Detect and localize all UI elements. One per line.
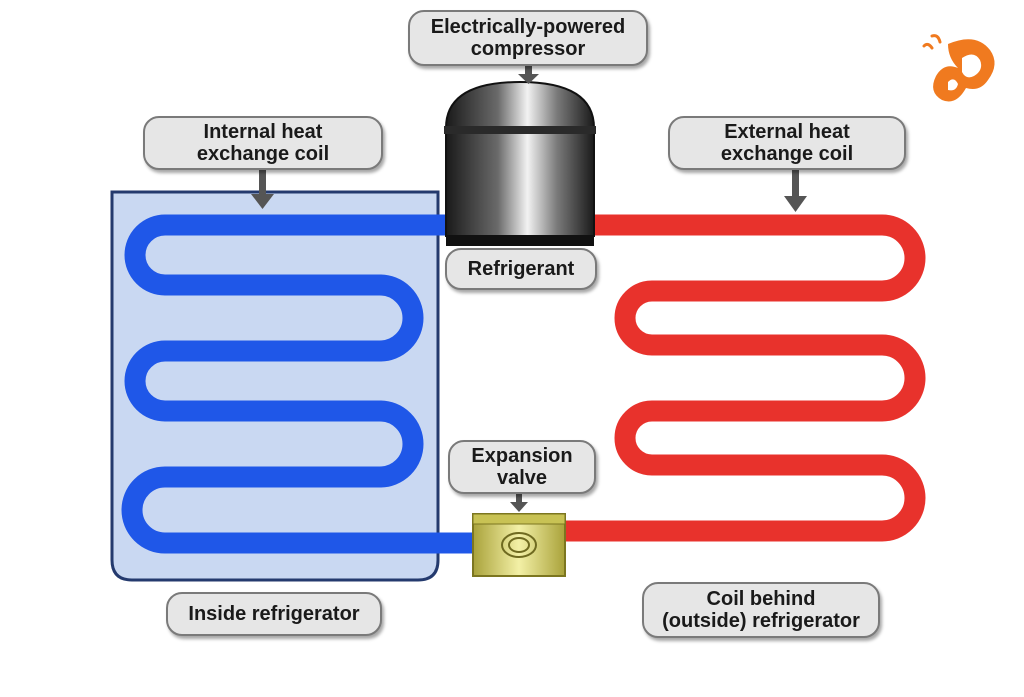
inside-refrigerator-label-line1: Inside refrigerator	[188, 603, 360, 625]
orange-swirl-butterfly-logo	[922, 34, 995, 102]
arrow-external	[792, 170, 799, 198]
compressor-icon	[444, 80, 596, 246]
external-coil-label: External heat exchange coil	[668, 116, 906, 170]
refrigerant-label-line1: Refrigerant	[467, 258, 575, 280]
external-coil-red	[564, 214, 926, 542]
internal-coil-label: Internal heat exchange coil	[143, 116, 383, 170]
internal-coil-label-line2: exchange coil	[196, 143, 330, 165]
compressor-label-line1: Electrically-powered	[430, 16, 626, 38]
expansion-valve-icon	[472, 513, 566, 577]
refrigerator-compartment	[110, 190, 440, 582]
internal-coil-label-line1: Internal heat	[203, 121, 323, 143]
coil-behind-label-line1: Coil behind	[706, 588, 816, 610]
external-coil-label-line1: External heat	[724, 121, 850, 143]
refrigerant-label: Refrigerant	[445, 248, 597, 290]
coil-behind-label: Coil behind (outside) refrigerator	[642, 582, 880, 638]
expansion-valve-label-line1: Expansion	[471, 445, 573, 467]
inside-refrigerator-label: Inside refrigerator	[166, 592, 382, 636]
arrow-compressor	[525, 66, 532, 76]
compressor-label: Electrically-powered compressor	[408, 10, 648, 66]
expansion-valve-label-line2: valve	[496, 467, 548, 489]
expansion-valve-label: Expansion valve	[448, 440, 596, 494]
arrow-internal	[259, 170, 266, 196]
external-coil-label-line2: exchange coil	[720, 143, 854, 165]
arrows	[251, 66, 807, 512]
internal-coil-blue	[121, 214, 476, 554]
arrow-expansion	[516, 494, 522, 504]
coil-behind-label-line2: (outside) refrigerator	[662, 610, 860, 632]
compressor-label-line2: compressor	[470, 38, 586, 60]
